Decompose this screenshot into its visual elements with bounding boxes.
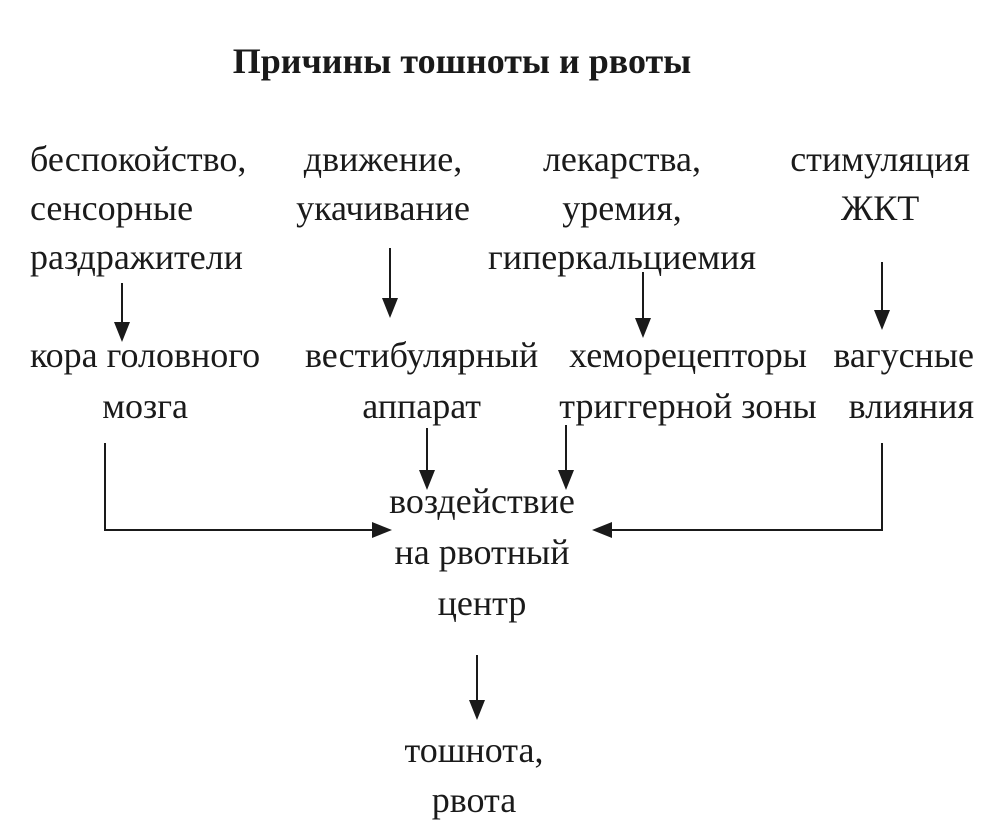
mechanism-line: вагусные	[833, 335, 974, 375]
cause-line: укачивание	[296, 188, 470, 228]
cause-anxiety-sensory: беспокойство, сенсорные раздражители	[30, 135, 246, 282]
cause-line: уремия,	[562, 188, 682, 228]
cause-gi-stimulation: стимуляция ЖКТ	[790, 135, 970, 233]
center-line: центр	[437, 583, 527, 623]
arrow-head	[469, 700, 485, 720]
cause-line: раздражители	[30, 237, 243, 277]
mechanism-line: мозга	[102, 386, 188, 426]
arrow-shaft	[612, 443, 883, 531]
cause-drugs-metabolic: лекарства, уремия, гиперкальциемия	[488, 135, 756, 282]
arrow-shaft	[104, 443, 372, 531]
diagram-title: Причины тошноты и рвоты	[232, 41, 692, 81]
mechanism-cortex: кора головного мозга	[30, 330, 260, 432]
arrow-center-to-result	[469, 655, 485, 720]
cause-line: лекарства,	[542, 139, 702, 179]
result-line: рвота	[431, 780, 517, 820]
mechanism-line: триггерной зоны	[559, 386, 817, 426]
arrow-vagal-to-center	[592, 443, 883, 538]
mechanism-line: аппарат	[362, 386, 482, 426]
arrow-head	[592, 522, 612, 538]
mechanism-line: влияния	[848, 386, 974, 426]
center-line: на рвотный	[394, 532, 570, 572]
arrow-head	[874, 310, 890, 330]
result-node: тошнота, рвота	[405, 725, 544, 825]
cause-line: движение,	[303, 139, 463, 179]
mechanism-chemoreceptors: хеморецепторы триггерной зоны	[559, 330, 816, 432]
arrow-head	[382, 298, 398, 318]
center-line: воздействие	[389, 481, 575, 521]
mechanism-vagal: вагусные влияния	[833, 330, 974, 432]
cause-line: сенсорные	[30, 188, 194, 228]
arrow-cortex-to-center	[104, 443, 392, 538]
cause-line: беспокойство,	[30, 139, 247, 179]
arrow-gi-to-vagal	[874, 262, 890, 330]
mechanism-line: кора головного	[30, 335, 261, 375]
cause-motion: движение, укачивание	[296, 135, 470, 233]
cause-line: гиперкальциемия	[487, 237, 757, 277]
arrow-motion-to-vestibular	[382, 248, 398, 318]
mechanism-line: вестибулярный	[305, 335, 539, 375]
mechanism-vestibular: вестибулярный аппарат	[305, 330, 538, 432]
mechanism-line: хеморецепторы	[569, 335, 807, 375]
result-line: тошнота,	[404, 730, 544, 770]
cause-line: стимуляция	[790, 139, 970, 179]
cause-line: ЖКТ	[840, 188, 920, 228]
vomiting-center-node: воздействие на рвотный центр	[389, 476, 575, 629]
